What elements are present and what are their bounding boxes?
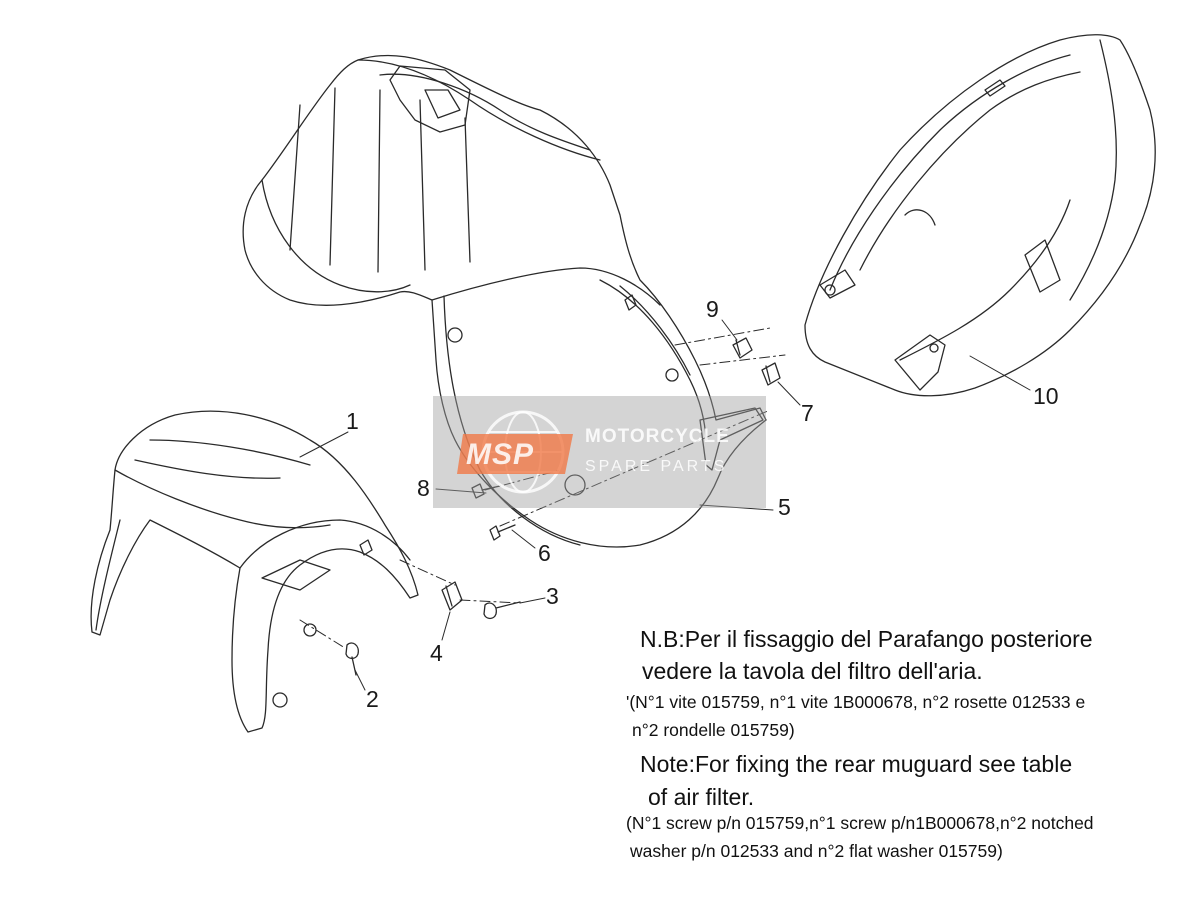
note-it-detail2: n°2 rondelle 015759) [632,720,795,740]
callout-1: 1 [346,408,359,434]
globe-logo-icon [457,410,573,494]
callout-5: 5 [778,494,791,520]
note-it-line2: vedere la tavola del filtro dell'aria. [642,658,983,684]
part-1-front-mudguard [90,410,419,733]
note-it-line1: N.B:Per il fissaggio del Parafango poste… [640,626,1093,652]
note-en-detail1: (N°1 screw p/n 015759,n°1 screw p/n1B000… [626,813,1094,833]
assembly-lines [299,327,786,649]
callout-2: 2 [366,686,379,712]
callout-4: 4 [430,640,443,666]
watermark-logo: MSP [466,438,535,471]
note-en-line1: Note:For fixing the rear muguard see tab… [640,751,1073,777]
watermark-line1: MOTORCYCLE [585,426,730,447]
callout-3: 3 [546,583,559,609]
callout-9: 9 [706,296,719,322]
watermark-line2: SPARE PARTS [585,458,728,475]
leader-lines [299,319,1031,691]
note-en-line2: of air filter. [648,784,755,810]
hardware-parts [345,337,781,676]
note-it-detail1: '(N°1 vite 015759, n°1 vite 1B000678, n°… [626,692,1086,712]
part-10-rear-mudguard [804,34,1156,397]
callout-6: 6 [538,540,551,566]
watermark-box: MSP MOTORCYCLE SPARE PARTS [433,396,766,508]
part-5-leg-shield [242,54,767,548]
callout-7: 7 [801,400,814,426]
callout-8: 8 [417,475,430,501]
note-en-detail2: washer p/n 012533 and n°2 flat washer 01… [630,841,1003,861]
callout-10: 10 [1033,383,1059,409]
